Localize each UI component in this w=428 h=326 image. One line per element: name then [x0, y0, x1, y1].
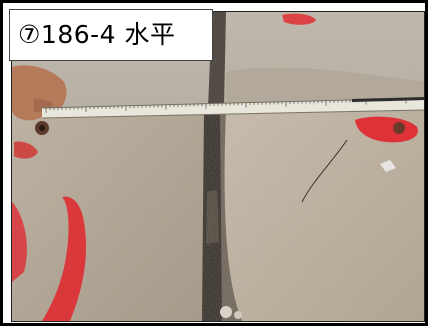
site-photo [11, 11, 425, 322]
concrete-joint-photo [12, 12, 424, 321]
stone [234, 311, 242, 319]
photo-caption: ⑦186-4 水平 [9, 9, 213, 61]
paint-mark-small [14, 141, 38, 159]
paint-mark-left-edge [12, 202, 27, 282]
hand [12, 65, 67, 121]
anchor-bolt-right [393, 122, 405, 134]
paint-mark-top [282, 13, 316, 25]
paint-mark-left-stripe [42, 196, 87, 321]
debris-fragment [380, 160, 396, 172]
measuring-tape [41, 97, 424, 119]
stone [220, 306, 232, 318]
wire [301, 139, 348, 203]
